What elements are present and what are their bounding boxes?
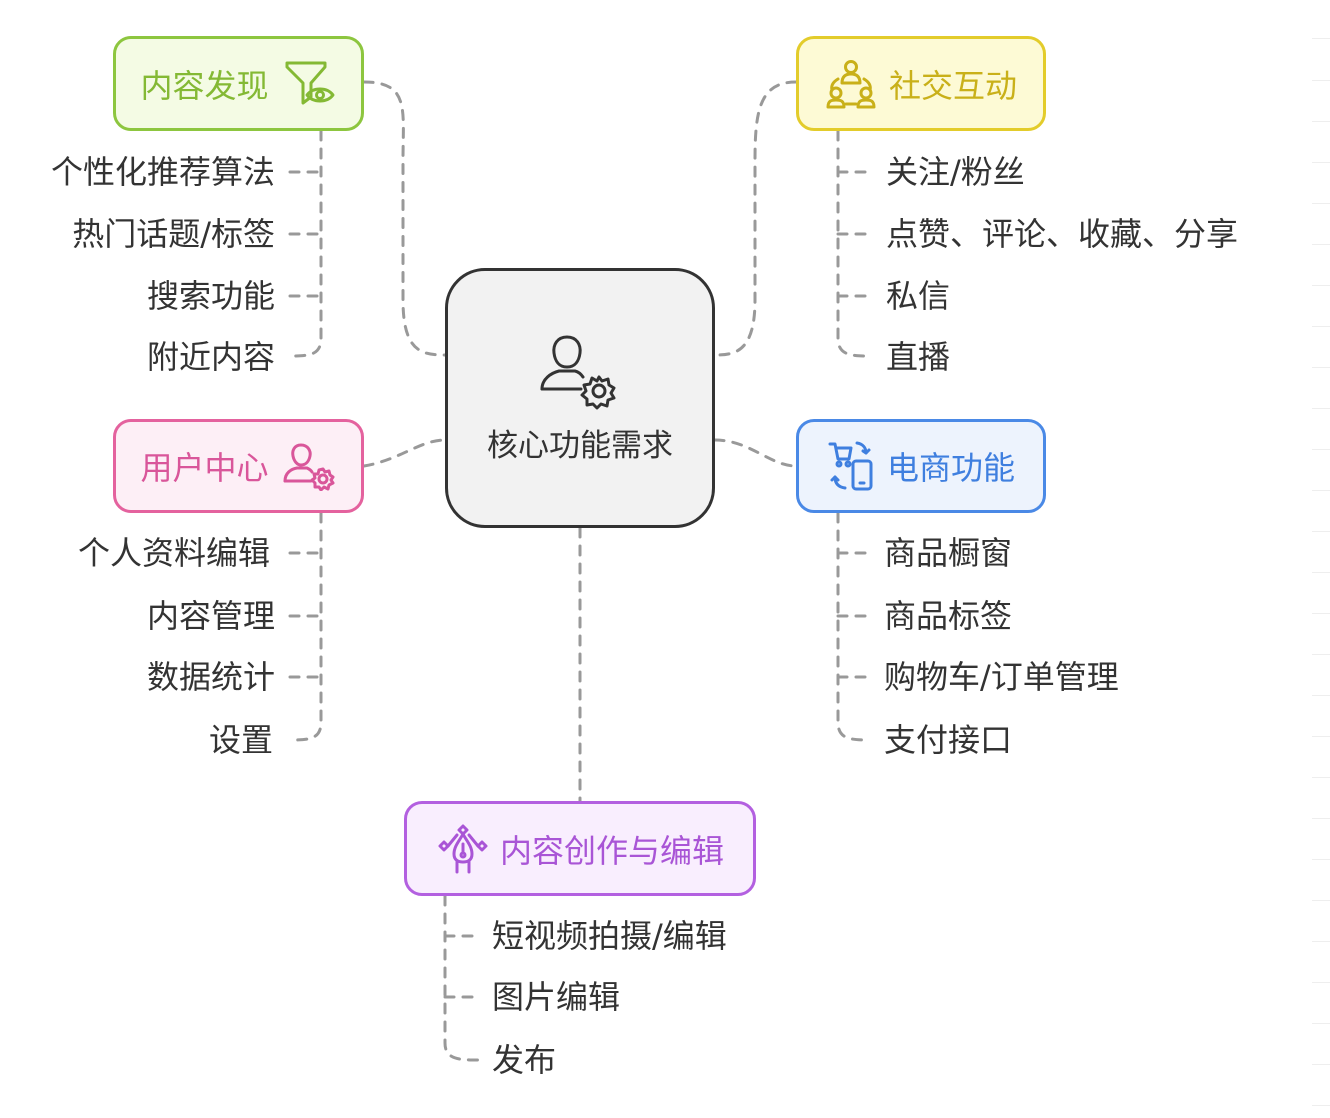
leaf-product-showcase: 商品橱窗 bbox=[884, 534, 1013, 572]
central-node-label: 核心功能需求 bbox=[487, 428, 673, 464]
branch-ecommerce[interactable]: 电商功能 bbox=[796, 419, 1046, 513]
leaf-like-comment-share: 点赞、评论、收藏、分享 bbox=[886, 215, 1239, 253]
branch-user-center[interactable]: 用户中心 bbox=[113, 419, 364, 513]
leaf-follow-fans: 关注/粉丝 bbox=[886, 153, 1025, 191]
leaf-profile-edit: 个人资料编辑 bbox=[77, 534, 270, 572]
user-settings-icon bbox=[537, 331, 623, 415]
leaf-product-tags: 商品标签 bbox=[884, 597, 1013, 635]
leaf-publish: 发布 bbox=[492, 1041, 557, 1079]
tree-user-center bbox=[288, 511, 323, 742]
tree-content-discovery bbox=[288, 129, 323, 358]
filter-eye-icon bbox=[283, 57, 337, 111]
leaf-image-edit: 图片编辑 bbox=[492, 978, 621, 1016]
leaf-nearby-content: 附近内容 bbox=[146, 338, 275, 376]
branch-social[interactable]: 社交互动 bbox=[796, 36, 1046, 131]
leaf-live-stream: 直播 bbox=[886, 338, 951, 376]
branch-content-discovery[interactable]: 内容发现 bbox=[113, 36, 364, 131]
branch-title: 内容创作与编辑 bbox=[499, 831, 724, 870]
branch-title: 电商功能 bbox=[886, 449, 1015, 487]
branch-title: 用户中心 bbox=[140, 449, 269, 487]
leaf-statistics: 数据统计 bbox=[146, 658, 275, 696]
connector-content-discovery bbox=[362, 80, 447, 357]
leaf-video-shoot-edit: 短视频拍摄/编辑 bbox=[492, 917, 727, 955]
tree-social bbox=[836, 129, 872, 358]
leaf-search: 搜索功能 bbox=[146, 277, 275, 315]
user-gear-icon bbox=[281, 441, 337, 491]
canvas-edge-ticks bbox=[1310, 0, 1330, 1118]
leaf-cart-orders: 购物车/订单管理 bbox=[884, 658, 1119, 696]
leaf-trending-topics: 热门话题/标签 bbox=[72, 215, 275, 253]
branch-title: 内容发现 bbox=[140, 66, 269, 105]
connector-social bbox=[713, 80, 798, 357]
leaf-payment: 支付接口 bbox=[884, 721, 1013, 759]
leaf-content-management: 内容管理 bbox=[146, 597, 275, 635]
leaf-settings: 设置 bbox=[208, 721, 273, 759]
community-icon bbox=[825, 57, 877, 111]
connector-user-center bbox=[362, 438, 447, 468]
tree-ecommerce bbox=[836, 511, 872, 742]
leaf-direct-message: 私信 bbox=[886, 277, 951, 315]
branch-title: 社交互动 bbox=[888, 66, 1017, 105]
tree-creation bbox=[443, 894, 480, 1062]
branch-creation[interactable]: 内容创作与编辑 bbox=[404, 801, 756, 896]
central-node[interactable]: 核心功能需求 bbox=[445, 268, 715, 528]
cart-phone-icon bbox=[827, 439, 875, 493]
connector-ecommerce bbox=[713, 438, 798, 468]
leaf-personalized-recommendation: 个性化推荐算法 bbox=[50, 153, 275, 191]
pen-tool-icon bbox=[436, 822, 490, 876]
